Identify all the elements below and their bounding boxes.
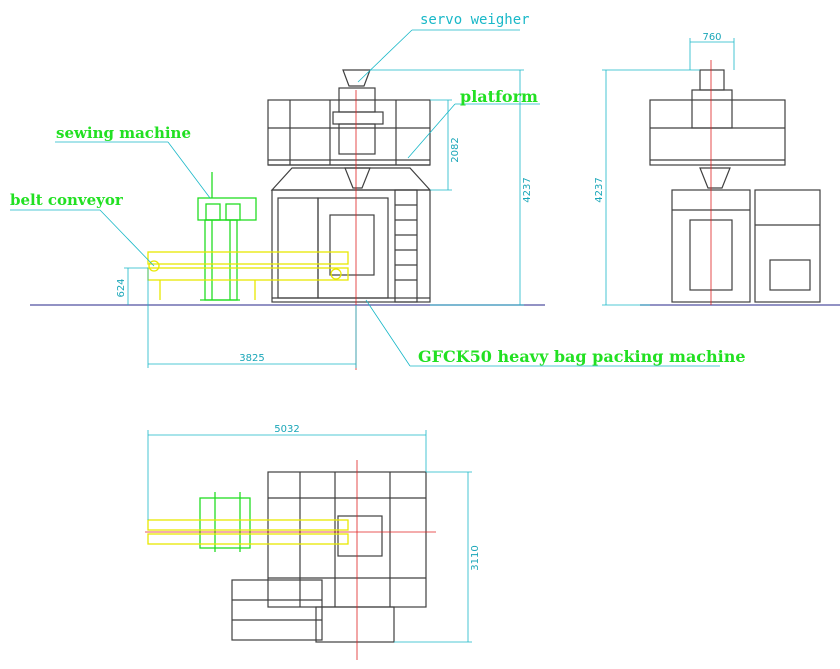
- dim-side-total-height: 4237: [594, 177, 605, 202]
- label-servo-weigher: servo weigher: [420, 12, 530, 28]
- packing-machine-body: [270, 167, 432, 303]
- front-view: 2082 4237 624 3825 servo weigher platfor…: [10, 12, 746, 370]
- dim-side-width: 760: [702, 32, 721, 43]
- sewing-machine: [197, 172, 257, 301]
- label-sewing-machine: sewing machine: [56, 124, 191, 142]
- dim-conveyor-height: 624: [116, 278, 127, 297]
- dim-conveyor-length: 3825: [239, 353, 264, 364]
- dim-top-length: 5032: [274, 424, 299, 435]
- label-platform: platform: [460, 87, 538, 106]
- platform-frame: [267, 99, 431, 166]
- side-view: 760 4237: [594, 32, 840, 306]
- dim-platform-height: 2082: [450, 137, 461, 162]
- top-view: 5032 3110: [145, 424, 481, 660]
- servo-weigher: [332, 69, 384, 189]
- dim-front-total-height: 4237: [522, 177, 533, 202]
- dim-top-depth: 3110: [470, 545, 481, 570]
- belt-conveyor: [147, 251, 349, 300]
- label-packing-machine: GFCK50 heavy bag packing machine: [418, 347, 746, 366]
- label-belt-conveyor: belt conveyor: [10, 191, 124, 209]
